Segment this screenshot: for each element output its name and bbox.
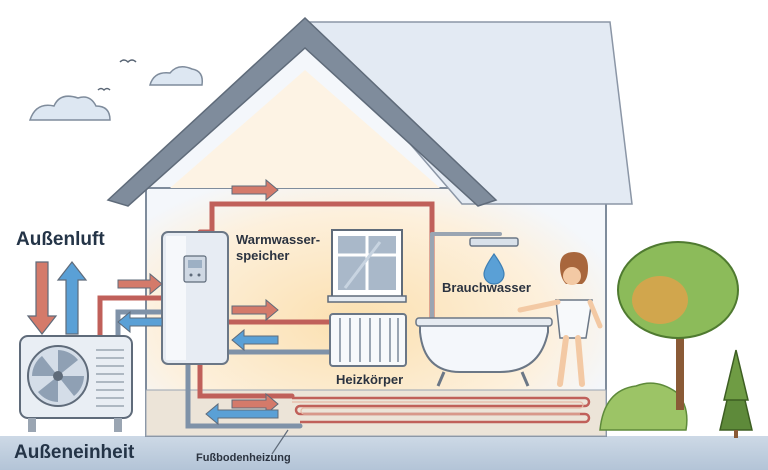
floor-heating-coil [292,396,591,424]
label-tank-line1: Warmwasser- [236,232,321,247]
label-outside-air: Außenluft [16,229,105,250]
fan-icon [27,345,89,407]
label-outdoor-unit: Außeneinheit [14,442,135,463]
person [517,252,603,387]
radiator [329,313,407,367]
label-tank-line2: speicher [236,248,290,263]
clouds [28,66,204,121]
ground [0,436,768,470]
flow-arrows [117,178,279,426]
display-panel-icon [183,255,207,283]
trees [599,241,753,438]
label-floor-heating: Fußbodenheizung [196,452,291,464]
birds [97,59,137,92]
outdoor-unit [19,335,133,432]
pipes [97,201,502,429]
label-radiator: Heizkörper [336,372,404,387]
shower-head-icon [469,237,519,247]
hot-water-tank [161,231,229,365]
airflow-arrows [26,261,88,335]
bathtub [415,317,553,387]
window [327,229,407,303]
floor-heating-pointer [271,429,289,455]
water-drop-icon [483,252,505,285]
label-hot-water: Brauchwasser [442,280,531,295]
